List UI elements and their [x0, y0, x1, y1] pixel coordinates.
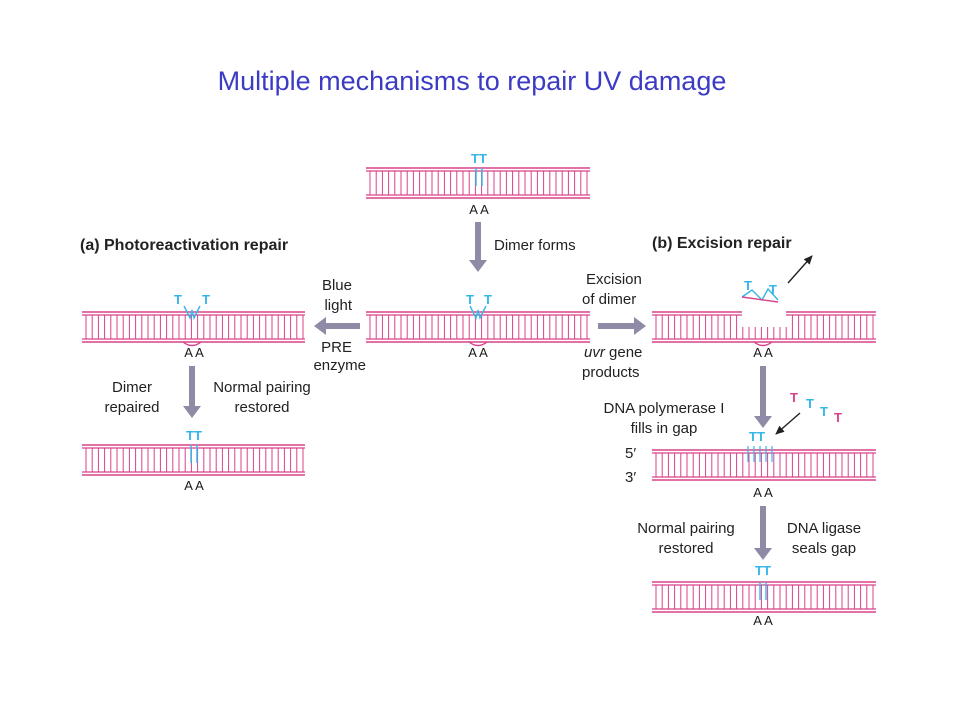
- new-nucleotides: [747, 446, 773, 462]
- pol-aa-label: A A: [753, 485, 773, 500]
- exc-aa-label: A A: [753, 345, 773, 360]
- panel-b-label: (b) Excision repair: [652, 235, 792, 252]
- arrow-to-photoreactivation: [314, 317, 360, 335]
- mid-dimer: [469, 305, 487, 321]
- dimer-forms-label: Dimer forms: [494, 237, 576, 254]
- left-bottom-aa-label: A A: [184, 478, 204, 493]
- left-t2-label: T: [202, 292, 210, 307]
- five-prime-label: 5′: [625, 445, 636, 462]
- pol-tt-label: TT: [749, 429, 765, 444]
- pre-label: PRE: [321, 339, 352, 356]
- products-label: products: [582, 364, 640, 381]
- excision-label: Excision: [586, 271, 642, 288]
- left-dimer: [183, 305, 201, 321]
- arrow-right-down-1: [754, 366, 772, 428]
- dna-top: [366, 167, 590, 199]
- left-aa-label: A A: [184, 345, 204, 360]
- free-t3-label: T: [820, 404, 828, 419]
- free-t1-label: T: [790, 390, 798, 405]
- mid-bulge: [468, 341, 488, 347]
- mid-t2-label: T: [484, 292, 492, 307]
- panel-a-label: (a) Photoreactivation repair: [80, 237, 288, 254]
- restored-right: restored: [658, 540, 713, 557]
- seals-gap-label: seals gap: [792, 540, 856, 557]
- blue-label: Blue: [322, 277, 352, 294]
- free-t4-label: T: [834, 410, 842, 425]
- dimer-label: Dimer: [112, 379, 152, 396]
- arrow-left-down: [183, 366, 201, 418]
- light-label: light: [324, 297, 352, 314]
- excised-backbone: [741, 296, 779, 303]
- top-aa-label: A A: [469, 202, 489, 217]
- left-bottom-tt-label: TT: [186, 428, 202, 443]
- dna-pol-label: DNA polymerase I: [604, 400, 725, 417]
- left-bottom-tt-bonds: [190, 445, 198, 463]
- dna-right-excision: [652, 311, 876, 343]
- arrow-layer: [183, 222, 813, 560]
- arrow-dimer-forms: [469, 222, 487, 272]
- excised-dimer-arrow: [787, 255, 813, 284]
- final-aa-label: A A: [753, 613, 773, 628]
- exc-t1-label: T: [744, 278, 752, 293]
- dna-left-bottom: [82, 444, 305, 476]
- enzyme-label: enzyme: [313, 357, 366, 374]
- normal-pairing-left: Normal pairing: [213, 379, 311, 396]
- arrow-right-down-2: [754, 506, 772, 560]
- dna-ligase-label: DNA ligase: [787, 520, 861, 537]
- dna-middle: [366, 311, 590, 343]
- dna-layer: [82, 167, 876, 613]
- mid-t1-label: T: [466, 292, 474, 307]
- repaired-label: repaired: [104, 399, 159, 416]
- restored-left: restored: [234, 399, 289, 416]
- mid-aa-label: A A: [468, 345, 488, 360]
- dna-left-top: [82, 311, 305, 343]
- left-t1-label: T: [174, 292, 182, 307]
- arrow-to-excision: [598, 317, 646, 335]
- slide-title: Multiple mechanisms to repair UV damage: [217, 66, 727, 96]
- free-t2-label: T: [806, 396, 814, 411]
- final-tt-bonds: [759, 582, 767, 600]
- dna-right-polymerase: [652, 449, 876, 481]
- three-prime-label: 3′: [625, 469, 636, 486]
- uvr-italic: uvr: [584, 344, 606, 361]
- final-tt-label: TT: [755, 563, 771, 578]
- gene-text: gene: [605, 344, 643, 361]
- top-tt-bonds: [475, 168, 483, 186]
- nucleotide-insert-arrow: [775, 412, 801, 435]
- normal-pairing-right: Normal pairing: [637, 520, 735, 537]
- left-bulge: [182, 341, 202, 347]
- exc-t2-label: T: [769, 282, 777, 297]
- dna-right-final: [652, 581, 876, 613]
- top-tt-label: TT: [471, 151, 487, 166]
- of-dimer-label: of dimer: [582, 291, 636, 308]
- fills-gap-label: fills in gap: [631, 420, 698, 437]
- uvr-gene-label: uvr gene: [584, 344, 642, 361]
- exc-bulge: [753, 341, 773, 347]
